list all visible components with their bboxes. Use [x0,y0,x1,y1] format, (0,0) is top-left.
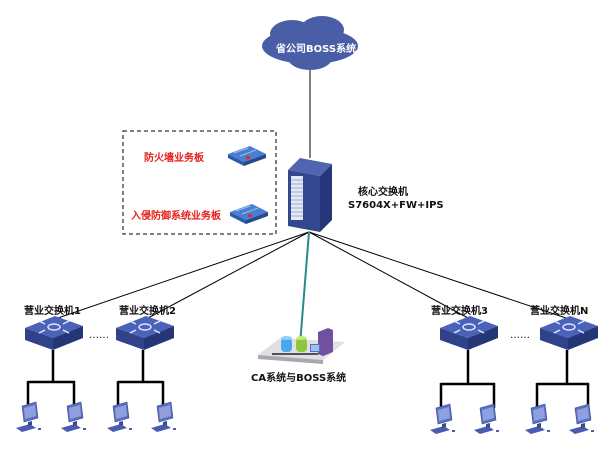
pc-icon [429,403,456,435]
pc-icon [150,401,177,433]
link-core-switch3 [308,231,469,319]
switch-icon-1 [24,315,84,351]
server-cluster-icon [258,328,345,364]
access-switch-label-N: 营业交换机N [530,306,589,317]
chassis-switch-icon [288,158,332,232]
pc-icon [473,403,500,435]
switch-icon-2 [115,315,175,351]
link-core-switch2 [147,231,310,319]
core-switch-name: 核心交换机 [358,187,408,198]
switch-icon-N [539,315,599,351]
switch-icon-3 [439,315,499,351]
ips-board-icon [229,203,269,225]
link-core-switch1 [57,231,310,319]
pc-icon [60,401,87,433]
link-core-server [299,231,310,346]
pc-icon [568,403,595,435]
cloud-icon [262,16,358,70]
cloud-label: 省公司BOSS系统 [276,44,357,55]
pc-icon [106,401,133,433]
access-switch-label-1: 营业交换机1 [24,306,81,317]
firewall-board-icon [227,145,267,167]
core-switch-label: 核心交换机 S7604X+FW+IPS [348,186,444,212]
link-core-switchN [308,231,567,319]
access-switch-label-3: 营业交换机3 [431,306,488,317]
pc-links [26,350,590,408]
firewall-board-label: 防火墙业务板 [144,153,204,164]
ips-board-label: 入侵防御系统业务板 [131,211,221,222]
ellipsis-left: …… [89,330,109,341]
ellipsis-right: …… [510,330,530,341]
core-switch-model: S7604X+FW+IPS [348,200,444,211]
access-switch-label-2: 营业交换机2 [119,306,176,317]
pc-icon [524,403,551,435]
server-cluster-label: CA系统与BOSS系统 [251,373,347,384]
service-board-group [122,130,277,235]
pc-icon [15,401,42,433]
